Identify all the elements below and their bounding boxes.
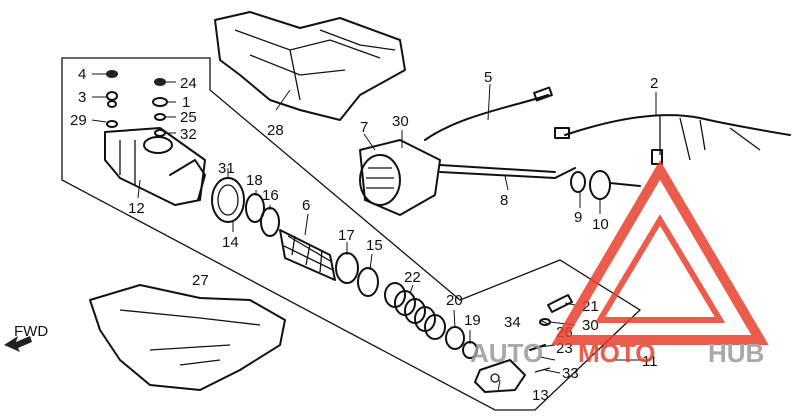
- disc-17: [335, 252, 359, 284]
- callout-5: 5: [484, 69, 492, 86]
- callout-30-bottom: 30: [582, 317, 599, 334]
- watermark-triangle-outer: [551, 160, 769, 345]
- callout-18: 18: [246, 172, 263, 189]
- grommet-9: [570, 171, 586, 193]
- washer-20: [445, 326, 465, 350]
- fastener-stack-left: [106, 70, 118, 128]
- callout-11: 11: [642, 353, 658, 370]
- callout-30-top: 30: [392, 113, 409, 130]
- callout-34: 34: [504, 314, 521, 331]
- callout-33: 33: [562, 365, 579, 382]
- assembly-frame: [61, 57, 642, 411]
- callout-28: 28: [267, 122, 284, 139]
- callout-15: 15: [366, 237, 383, 254]
- rod-part-8: [439, 164, 576, 179]
- wiring-harness-part: [554, 114, 791, 165]
- callout-31: 31: [218, 160, 235, 177]
- callout-20: 20: [446, 292, 463, 309]
- callout-27: 27: [192, 272, 209, 289]
- fwd-label: FWD: [14, 323, 48, 340]
- mesh-filter-part: [279, 229, 336, 281]
- hose-part-5: [424, 94, 549, 141]
- o-ring-16: [260, 207, 280, 237]
- callout-8: 8: [500, 192, 508, 209]
- callout-6: 6: [302, 197, 310, 214]
- watermark-text-auto: AUTO: [470, 338, 543, 368]
- watermark-logo: AUTO MOTO HUB: [470, 160, 769, 368]
- pump-motor-part: [359, 139, 441, 216]
- callout-32: 32: [180, 126, 197, 143]
- callout-17: 17: [338, 227, 355, 244]
- callout-9: 9: [574, 209, 582, 226]
- callout-16: 16: [262, 187, 279, 204]
- forward-arrow: [4, 336, 32, 352]
- callout-25: 25: [180, 109, 197, 126]
- boot-10: [589, 170, 641, 200]
- filter-ring-part: [211, 177, 245, 223]
- spring-part: [384, 282, 446, 340]
- callout-12: 12: [128, 200, 145, 217]
- o-ring-18: [245, 193, 265, 223]
- callout-4: 4: [78, 66, 86, 83]
- callout-10: 10: [592, 216, 609, 233]
- callout-29: 29: [70, 112, 87, 129]
- watermark-text-moto: MOTO: [578, 338, 656, 368]
- end-cap-part: [474, 359, 526, 393]
- watermark-text-hub: HUB: [708, 338, 764, 368]
- upper-cover-part: [214, 11, 406, 121]
- callout-1: 1: [182, 94, 190, 111]
- callout-3: 3: [78, 89, 86, 106]
- callout-14: 14: [222, 234, 239, 251]
- lower-cover-part: [89, 284, 286, 391]
- callout-13: 13: [532, 387, 549, 404]
- hose-fitting: [533, 86, 553, 102]
- callout-2: 2: [650, 75, 658, 92]
- callout-7: 7: [360, 119, 368, 136]
- watermark-triangle-inner: [594, 214, 726, 323]
- screen-15: [357, 267, 379, 297]
- callout-22: 22: [404, 269, 421, 286]
- callout-19: 19: [464, 312, 481, 329]
- callout-24: 24: [180, 75, 197, 92]
